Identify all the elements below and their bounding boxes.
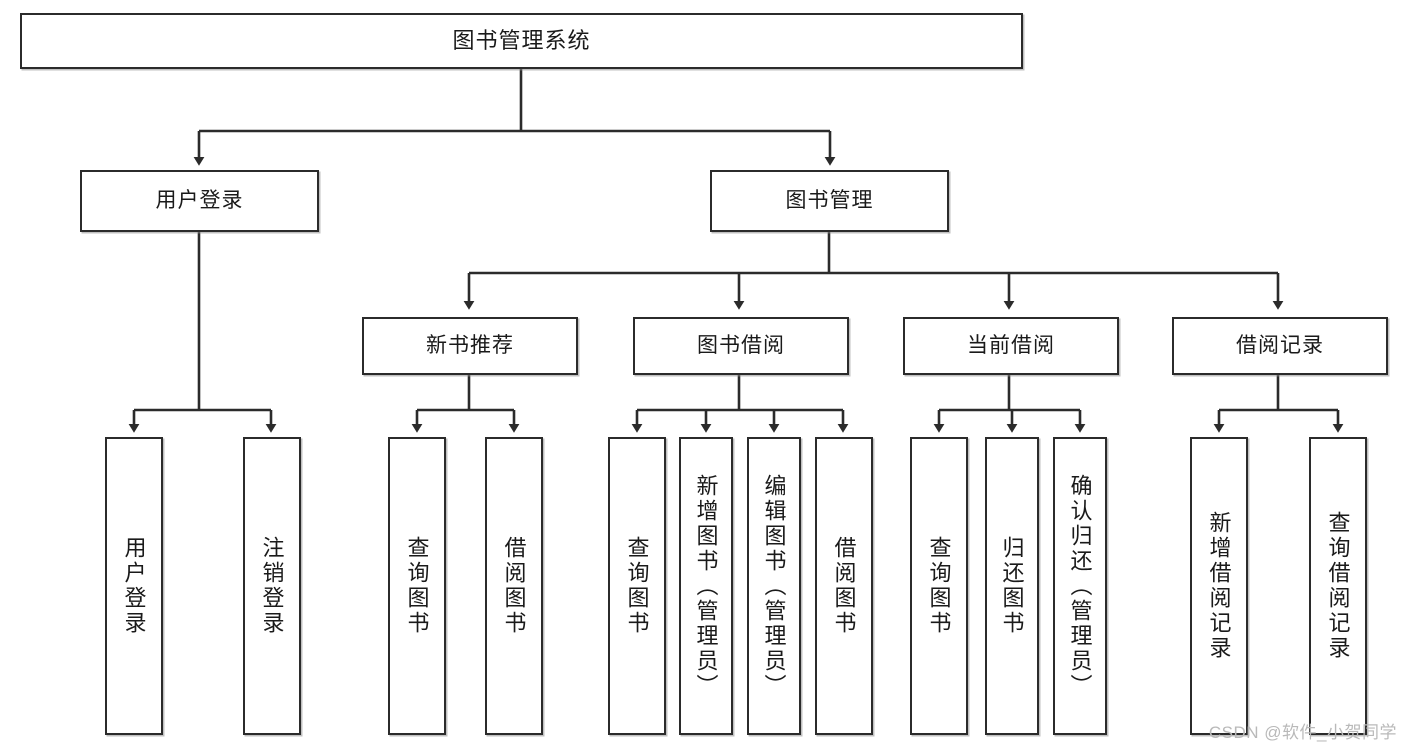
- node-label: 查询图书: [404, 536, 430, 636]
- node-label: 归还图书: [999, 536, 1025, 636]
- node-root-book-management-system[interactable]: 图书管理系统: [20, 13, 1023, 69]
- node-label: 编辑图书（管理员）: [761, 473, 787, 699]
- node-label: 借阅图书: [831, 536, 857, 636]
- node-label: 查询借阅记录: [1325, 511, 1351, 661]
- node-label: 用户登录: [155, 188, 244, 212]
- node-label: 图书管理: [785, 188, 874, 212]
- node-leaf-borrow-books-recommend[interactable]: 借阅图书: [485, 437, 543, 735]
- node-user-login[interactable]: 用户登录: [80, 170, 319, 232]
- node-label: 图书管理系统: [452, 28, 591, 54]
- node-label: 查询图书: [624, 536, 650, 636]
- node-leaf-return-books[interactable]: 归还图书: [985, 437, 1039, 735]
- node-borrow-records[interactable]: 借阅记录: [1172, 317, 1388, 375]
- node-leaf-confirm-return-admin[interactable]: 确认归还（管理员）: [1053, 437, 1107, 735]
- node-label: 用户登录: [121, 536, 147, 636]
- node-label: 当前借阅: [967, 333, 1055, 357]
- node-label: 新书推荐: [426, 333, 514, 357]
- node-book-borrow[interactable]: 图书借阅: [633, 317, 849, 375]
- node-leaf-query-borrow-record[interactable]: 查询借阅记录: [1309, 437, 1367, 735]
- watermark: CSDN @软件_小贺同学: [1208, 723, 1397, 742]
- node-new-book-recommend[interactable]: 新书推荐: [362, 317, 578, 375]
- node-label: 确认归还（管理员）: [1067, 473, 1093, 699]
- node-label: 查询图书: [926, 536, 952, 636]
- node-leaf-edit-book-admin[interactable]: 编辑图书（管理员）: [747, 437, 801, 735]
- node-label: 新增图书（管理员）: [693, 473, 719, 699]
- node-label: 借阅记录: [1236, 333, 1324, 357]
- node-leaf-query-books-borrow[interactable]: 查询图书: [608, 437, 666, 735]
- node-label: 注销登录: [259, 536, 285, 636]
- node-leaf-add-book-admin[interactable]: 新增图书（管理员）: [679, 437, 733, 735]
- node-leaf-logout[interactable]: 注销登录: [243, 437, 301, 735]
- node-label: 图书借阅: [697, 333, 785, 357]
- node-leaf-query-books-current[interactable]: 查询图书: [910, 437, 968, 735]
- node-label: 借阅图书: [501, 536, 527, 636]
- node-label: 新增借阅记录: [1206, 511, 1232, 661]
- node-leaf-borrow-books[interactable]: 借阅图书: [815, 437, 873, 735]
- node-leaf-add-borrow-record[interactable]: 新增借阅记录: [1190, 437, 1248, 735]
- node-leaf-query-books-recommend[interactable]: 查询图书: [388, 437, 446, 735]
- node-leaf-user-login[interactable]: 用户登录: [105, 437, 163, 735]
- node-book-management[interactable]: 图书管理: [710, 170, 949, 232]
- node-current-borrow[interactable]: 当前借阅: [903, 317, 1119, 375]
